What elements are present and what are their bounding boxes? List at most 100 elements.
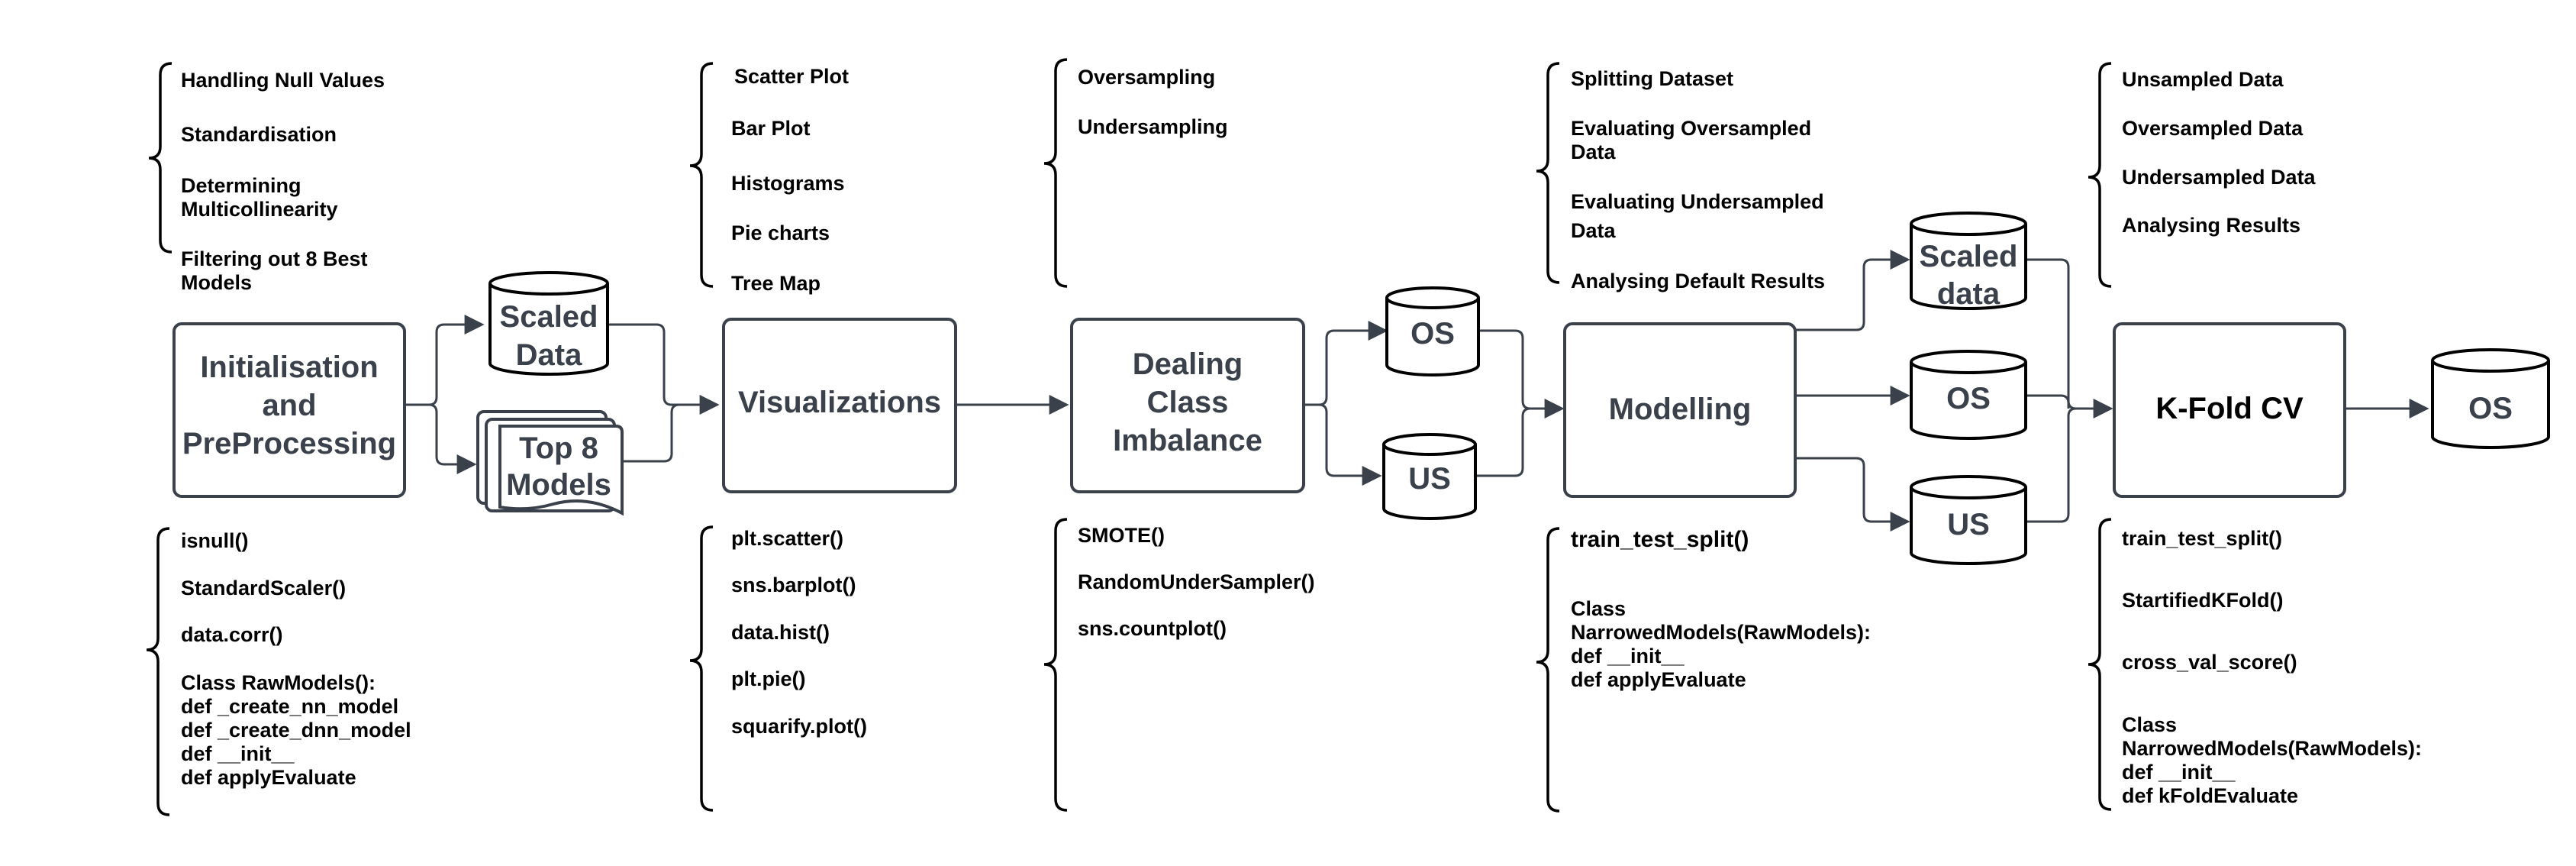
notes-viz-top: Scatter Plot Bar Plot Histograms Pie cha…: [731, 65, 849, 295]
note-class-rawmodels: Class RawModels():: [181, 671, 376, 694]
brace-viz-top: [689, 62, 714, 288]
notes-imb-top: Oversampling Undersampling: [1078, 66, 1228, 138]
note-scatter-plot: Scatter Plot: [734, 65, 849, 88]
top8-label-line1: Top 8: [519, 431, 598, 465]
note-undersampling: Undersampling: [1078, 115, 1228, 138]
note-standardscaler: StandardScaler(): [181, 577, 346, 599]
brace-imb-bottom: [1043, 518, 1068, 812]
note-mod-train-test-split: train_test_split(): [1571, 527, 1749, 552]
brace-mod-bottom: [1536, 527, 1560, 813]
note-bar-plot: Bar Plot: [731, 117, 811, 140]
top8-label-line2: Models: [506, 468, 611, 502]
braces: [146, 58, 2112, 816]
cylinder-us-2: US: [1910, 475, 2027, 565]
note-kf-class-line2: NarrowedModels(RawModels):: [2122, 737, 2422, 760]
os-1-label: OS: [1411, 317, 1455, 351]
note-randomundersampler: RandomUnderSampler(): [1078, 570, 1315, 593]
box-dealing-class-imbalance: Dealing Class Imbalance: [1070, 318, 1305, 493]
note-stratifiedkfold: StartifiedKFold(): [2122, 589, 2283, 612]
note-filtering-line2: Models: [181, 271, 252, 294]
brace-viz-bottom: [689, 525, 714, 812]
note-filtering-line1: Filtering out 8 Best: [181, 247, 368, 270]
note-eval-under-line2: Data: [1571, 219, 1617, 242]
brace-imb-top: [1043, 58, 1068, 288]
box-kfold-cv: K-Fold CV: [2113, 322, 2346, 498]
note-init: def __init__: [181, 742, 295, 765]
top8-models-stack: Top 8 Models: [476, 410, 624, 516]
note-mod-class-line2: NarrowedModels(RawModels):: [1571, 621, 1871, 644]
note-analysing-default: Analysing Default Results: [1571, 270, 1825, 292]
note-pie-charts: Pie charts: [731, 221, 830, 244]
note-mod-init: def __init__: [1571, 645, 1685, 667]
note-oversampled: Oversampled Data: [2122, 117, 2304, 140]
note-multicollinearity: Multicollinearity: [181, 198, 338, 221]
scaled-data-2-line1: Scaled: [1920, 240, 2018, 273]
box-modelling: Modelling: [1563, 322, 1797, 498]
note-apply-evaluate: def applyEvaluate: [181, 766, 356, 789]
notes-viz-bottom: plt.scatter() sns.barplot() data.hist() …: [731, 527, 867, 738]
notes-init-bottom: isnull() StandardScaler() data.corr() Cl…: [181, 529, 411, 789]
notes-mod-bottom: train_test_split() Class NarrowedModels(…: [1571, 527, 1871, 691]
note-tree-map: Tree Map: [731, 272, 821, 295]
note-undersampled: Undersampled Data: [2122, 166, 2316, 189]
notes-imb-bottom: SMOTE() RandomUnderSampler() sns.countpl…: [1078, 524, 1315, 640]
note-mod-apply-evaluate: def applyEvaluate: [1571, 668, 1746, 691]
cylinder-scaled-data-2: Scaled data: [1910, 212, 2027, 311]
note-eval-over-line2: Data: [1571, 141, 1617, 163]
cylinder-scaled-data-1: Scaled Data: [488, 271, 609, 376]
us-1-label: US: [1408, 462, 1451, 496]
note-sns-countplot: sns.countplot(): [1078, 617, 1227, 640]
note-kf-init: def __init__: [2122, 761, 2236, 784]
note-plt-pie: plt.pie(): [731, 667, 805, 690]
kfold-label: K-Fold CV: [2155, 392, 2304, 425]
scaled-data-2-line2: data: [1937, 277, 2001, 311]
brace-init-bottom: [146, 527, 170, 816]
cylinder-os-final: OS: [2431, 348, 2550, 449]
note-isnull: isnull(): [181, 529, 249, 552]
connectors: [405, 250, 2429, 532]
note-kf-train-test-split: train_test_split(): [2122, 527, 2282, 550]
box-initialisation: Initialisation and PreProcessing: [172, 322, 406, 498]
note-kf-class-line1: Class: [2122, 713, 2177, 736]
note-cross-val-score: cross_val_score(): [2122, 651, 2297, 674]
brace-mod-top: [1536, 62, 1560, 284]
note-eval-under-line1: Evaluating Undersampled: [1571, 190, 1824, 213]
cylinder-os-1: OS: [1385, 286, 1480, 376]
os-final-label: OS: [2468, 392, 2513, 425]
us-2-label: US: [1947, 508, 1990, 541]
note-create-nn: def _create_nn_model: [181, 695, 398, 718]
note-eval-over-line1: Evaluating Oversampled: [1571, 117, 1811, 140]
note-plt-scatter: plt.scatter(): [731, 527, 843, 550]
dealing-label-line3: Imbalance: [1113, 424, 1262, 457]
notes-mod-top: Splitting Dataset Evaluating Oversampled…: [1571, 67, 1825, 292]
note-oversampling: Oversampling: [1078, 66, 1215, 89]
note-analysing-results: Analysing Results: [2122, 214, 2300, 237]
note-splitting: Splitting Dataset: [1571, 67, 1733, 90]
init-label-line3: PreProcessing: [182, 427, 396, 460]
brace-init-top: [148, 62, 172, 254]
box-visualizations: Visualizations: [722, 318, 957, 493]
note-histograms: Histograms: [731, 172, 845, 195]
dealing-label-line1: Dealing: [1133, 347, 1243, 381]
notes-kf-bottom: train_test_split() StartifiedKFold() cro…: [2122, 527, 2422, 807]
note-data-corr: data.corr(): [181, 623, 283, 646]
note-smote: SMOTE(): [1078, 524, 1165, 547]
note-unsampled: Unsampled Data: [2122, 68, 2284, 91]
brace-kf-top: [2088, 62, 2112, 288]
notes-init-top: Handling Null Values Standardisation Det…: [181, 69, 385, 294]
init-label-line2: and: [262, 389, 316, 422]
brace-kf-bottom: [2088, 518, 2112, 811]
note-determining: Determining: [181, 174, 301, 197]
note-mod-class-line1: Class: [1571, 597, 1626, 620]
note-sns-barplot: sns.barplot(): [731, 574, 856, 596]
scaled-data-1-line2: Data: [516, 338, 582, 372]
modelling-label: Modelling: [1609, 393, 1752, 426]
note-handling-null: Handling Null Values: [181, 69, 385, 92]
note-create-dnn: def _create_dnn_model: [181, 719, 411, 742]
cylinder-us-1: US: [1382, 433, 1477, 520]
note-data-hist: data.hist(): [731, 621, 830, 644]
dealing-label-line2: Class: [1147, 386, 1229, 419]
note-standardisation: Standardisation: [181, 123, 337, 146]
notes-kf-top: Unsampled Data Oversampled Data Undersam…: [2122, 68, 2316, 237]
